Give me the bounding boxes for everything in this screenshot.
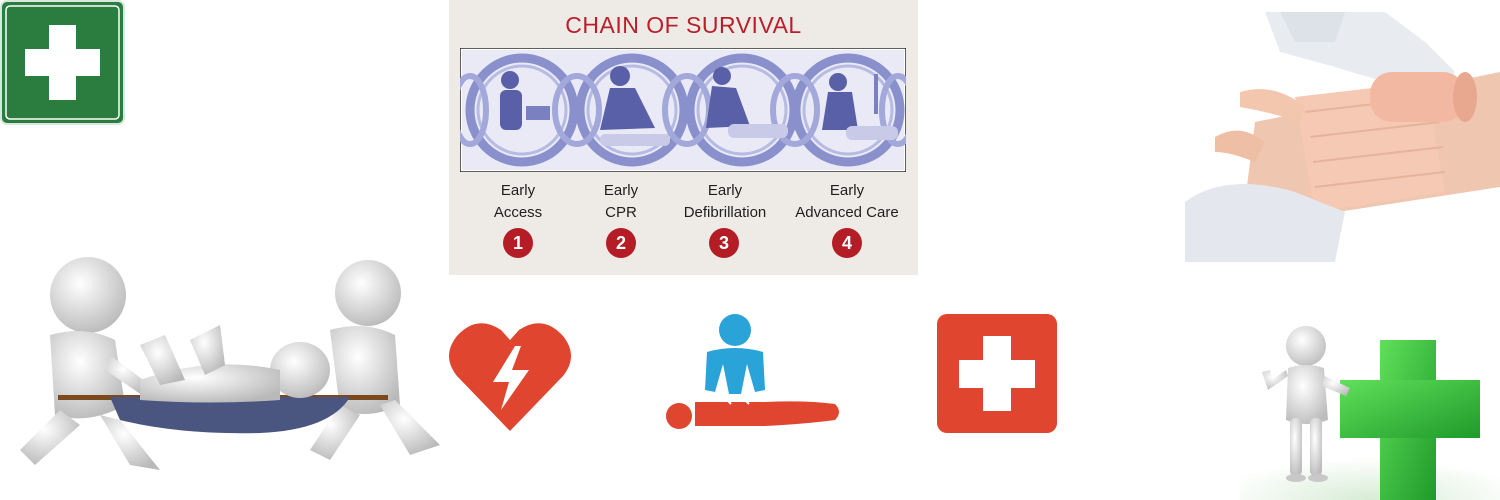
- step-early-defibrillation: Early Defibrillation: [665, 180, 785, 224]
- step-line2: Advanced Care: [795, 204, 899, 221]
- step-line1: Early: [829, 182, 865, 199]
- step-line2: Access: [493, 204, 543, 221]
- bandage-hand-photo: [1185, 12, 1500, 262]
- step-line2: Defibrillation: [683, 204, 767, 221]
- cpr-icon: [666, 314, 839, 429]
- step-number-badge: 2: [606, 228, 636, 258]
- step-early-access: Early Access: [458, 180, 578, 224]
- step-number-badge: 3: [709, 228, 739, 258]
- step-number-badge: 1: [503, 228, 533, 258]
- step-early-cpr: Early CPR: [561, 180, 681, 224]
- step-line2: CPR: [605, 204, 637, 221]
- chain-of-survival-poster: CHAIN OF SURVIVAL: [449, 0, 918, 275]
- aed-heart-icon: [449, 323, 571, 431]
- step-line1: Early: [500, 182, 536, 199]
- poster-title: CHAIN OF SURVIVAL: [565, 12, 802, 38]
- step-early-advanced-care: Early Advanced Care: [787, 180, 907, 224]
- chain-illustration: [460, 48, 906, 172]
- red-cross-icon: [937, 314, 1057, 433]
- green-cross-icon: [1340, 340, 1480, 500]
- step-line1: Early: [603, 182, 639, 199]
- step-line1: Early: [707, 182, 743, 199]
- stretcher-carriers-illustration: [20, 257, 440, 470]
- first-aid-sign-icon: [0, 0, 125, 125]
- step-number-badge: 4: [832, 228, 862, 258]
- thumbs-up-figure-with-green-cross: [1240, 326, 1500, 500]
